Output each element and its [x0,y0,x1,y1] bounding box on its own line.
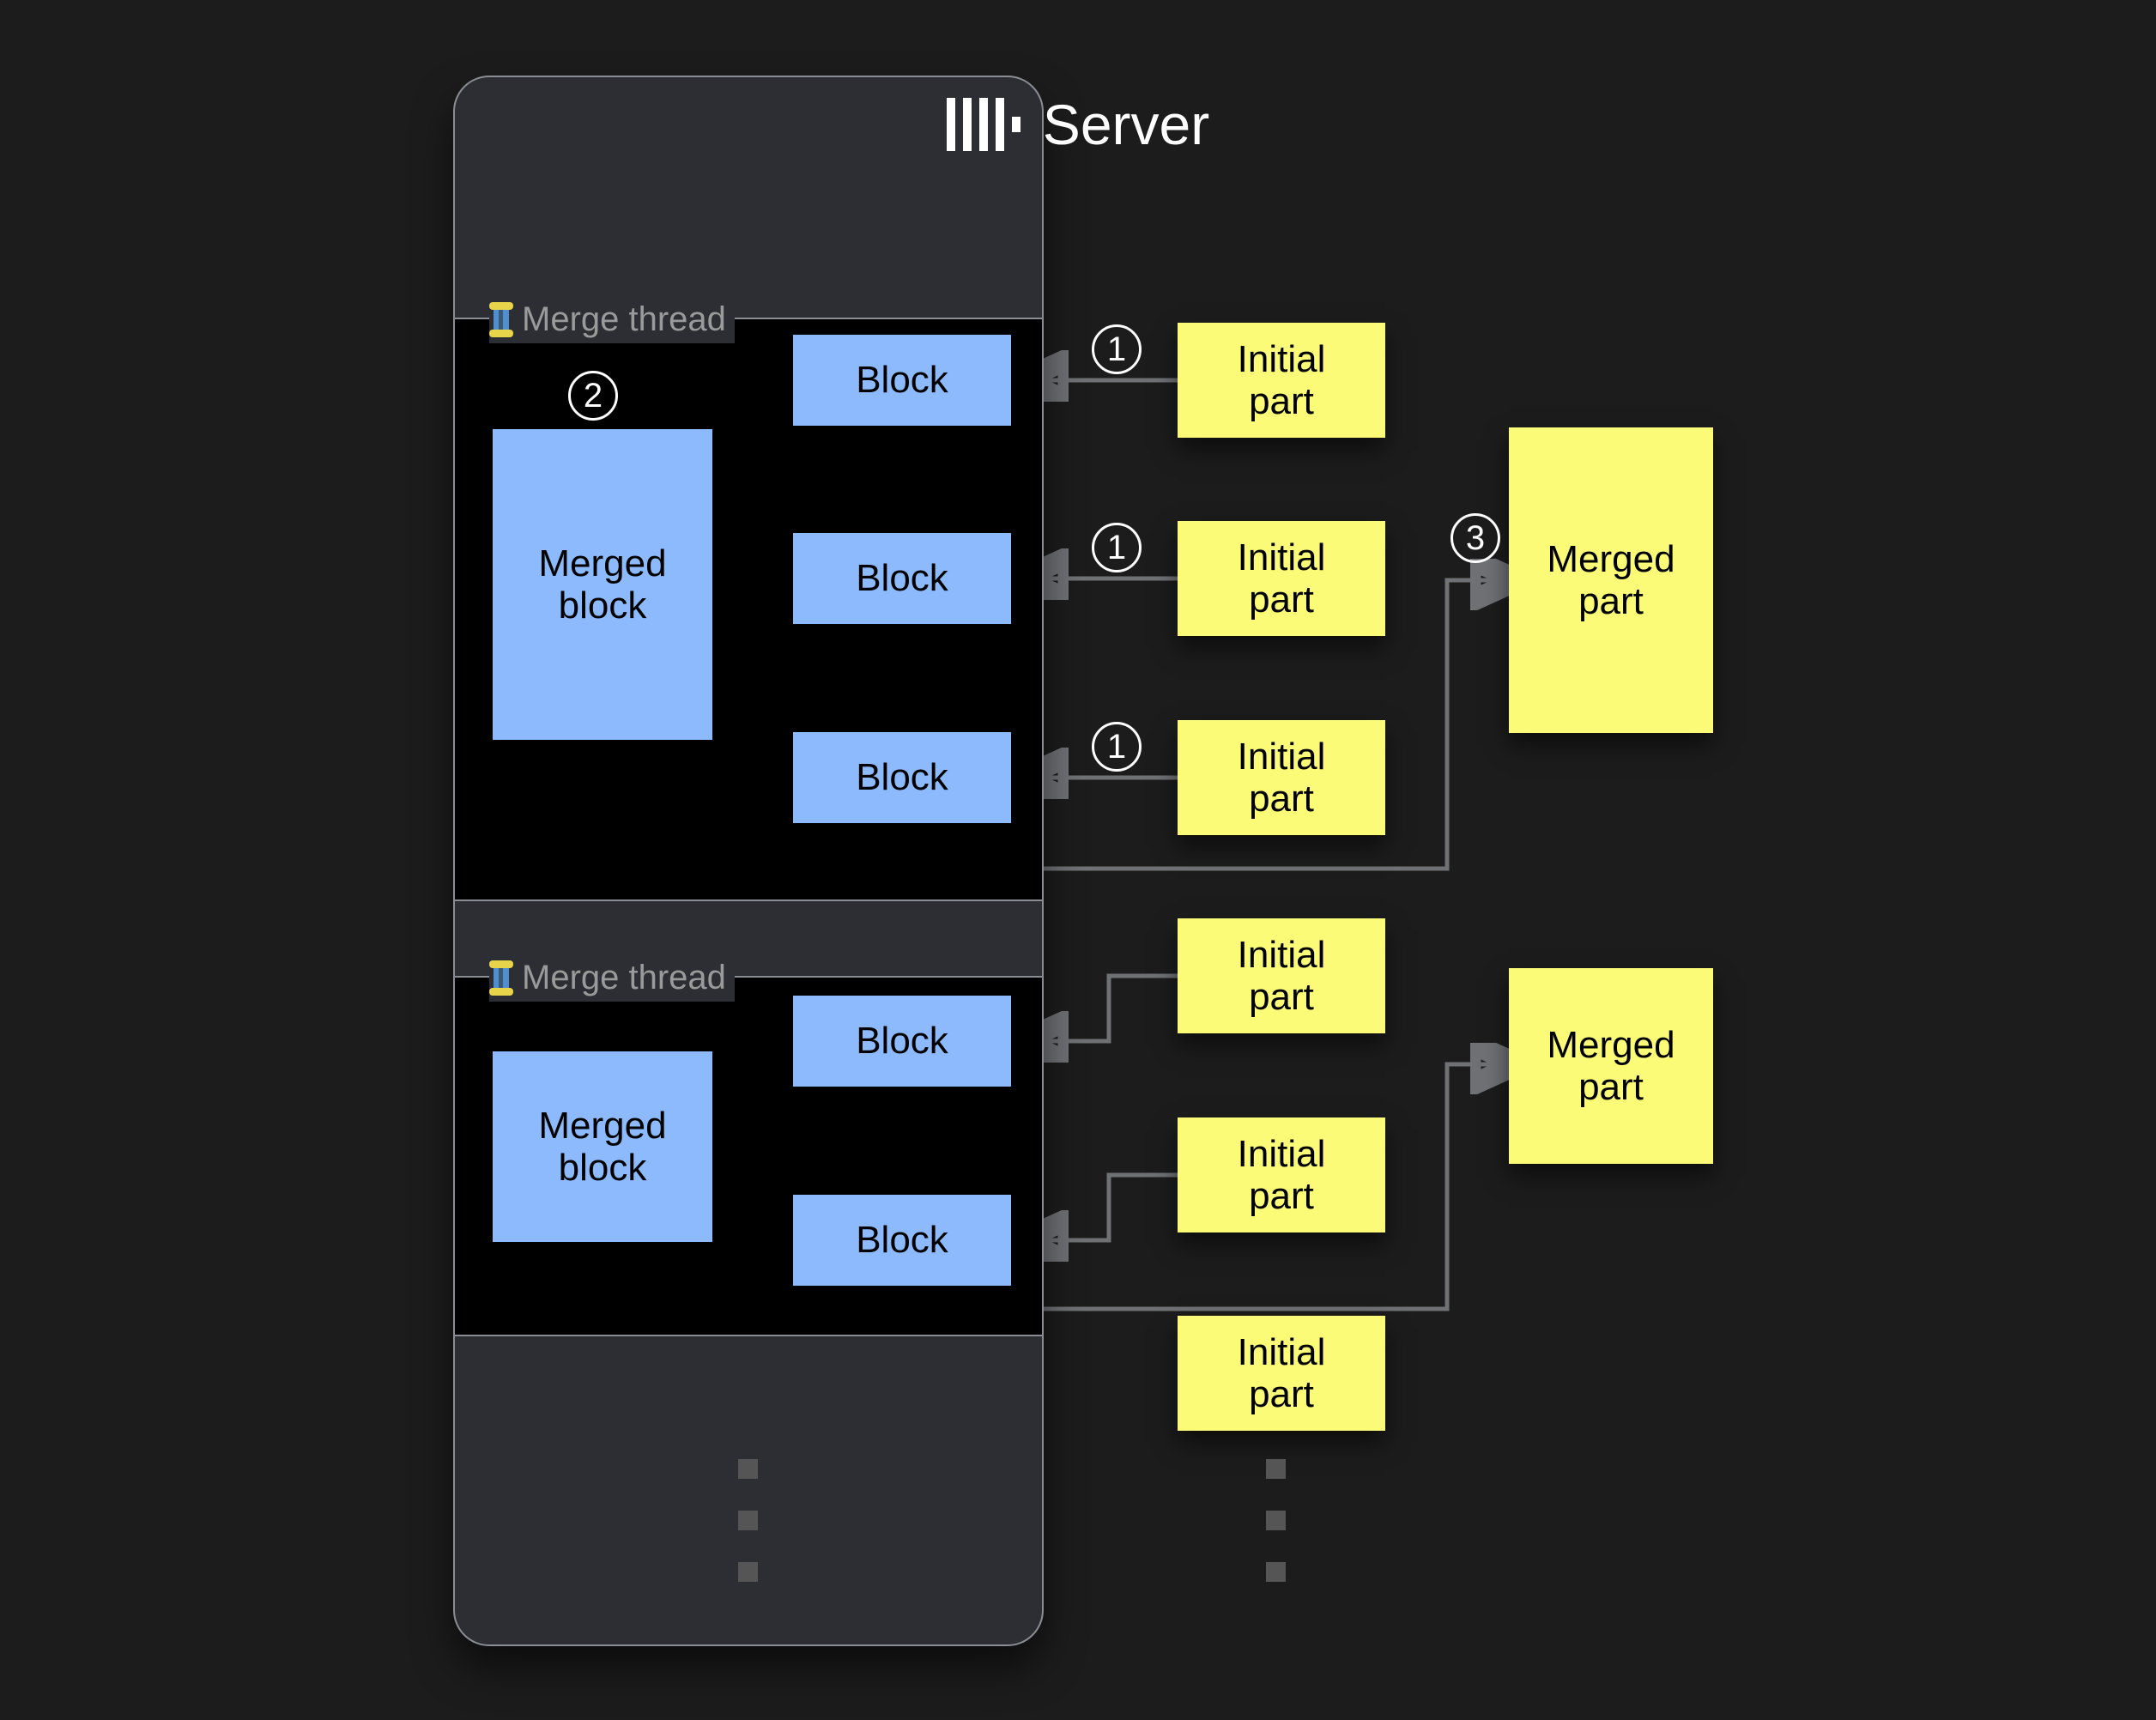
merged-part-2: Merged part [1509,968,1713,1164]
merged-block-2: Merged block [493,1051,712,1242]
server-title-label: Server [1042,93,1210,156]
ellipsis-dot [1266,1459,1286,1479]
server-title: Server [0,96,2156,160]
initial-part-2: Initial part [1178,521,1385,636]
step-badge-1a: 1 [1092,324,1142,374]
thread-spool-icon [489,300,513,338]
step-badge-1b: 1 [1092,523,1142,572]
initial-part-1: Initial part [1178,323,1385,438]
initial-part-6: Initial part [1178,1316,1385,1431]
initial-part-5: Initial part [1178,1117,1385,1232]
block-2-2: Block [793,1195,1011,1286]
merge-thread-2-legend: Merge thread [489,954,735,1002]
merge-thread-1-label: Merge thread [522,300,726,338]
initial-part-3: Initial part [1178,720,1385,835]
server-ellipsis [738,1459,758,1582]
ellipsis-dot [1266,1511,1286,1530]
block-1-2: Block [793,533,1011,624]
parts-ellipsis [1266,1459,1286,1582]
step-badge-3: 3 [1450,513,1500,563]
block-2-1: Block [793,996,1011,1087]
ellipsis-dot [1266,1562,1286,1582]
step-badge-2: 2 [568,371,618,421]
ellipsis-dot [738,1511,758,1530]
block-1-1: Block [793,335,1011,426]
merge-thread-1-legend: Merge thread [489,295,735,343]
merged-part-1: Merged part [1509,427,1713,733]
ellipsis-dot [738,1459,758,1479]
block-1-3: Block [793,732,1011,823]
merged-block-1: Merged block [493,429,712,740]
step-badge-1c: 1 [1092,722,1142,772]
merge-thread-2-label: Merge thread [522,959,726,996]
initial-part-4: Initial part [1178,918,1385,1033]
thread-spool-icon [489,959,513,996]
ellipsis-dot [738,1562,758,1582]
clickhouse-logo-icon [946,98,1020,151]
